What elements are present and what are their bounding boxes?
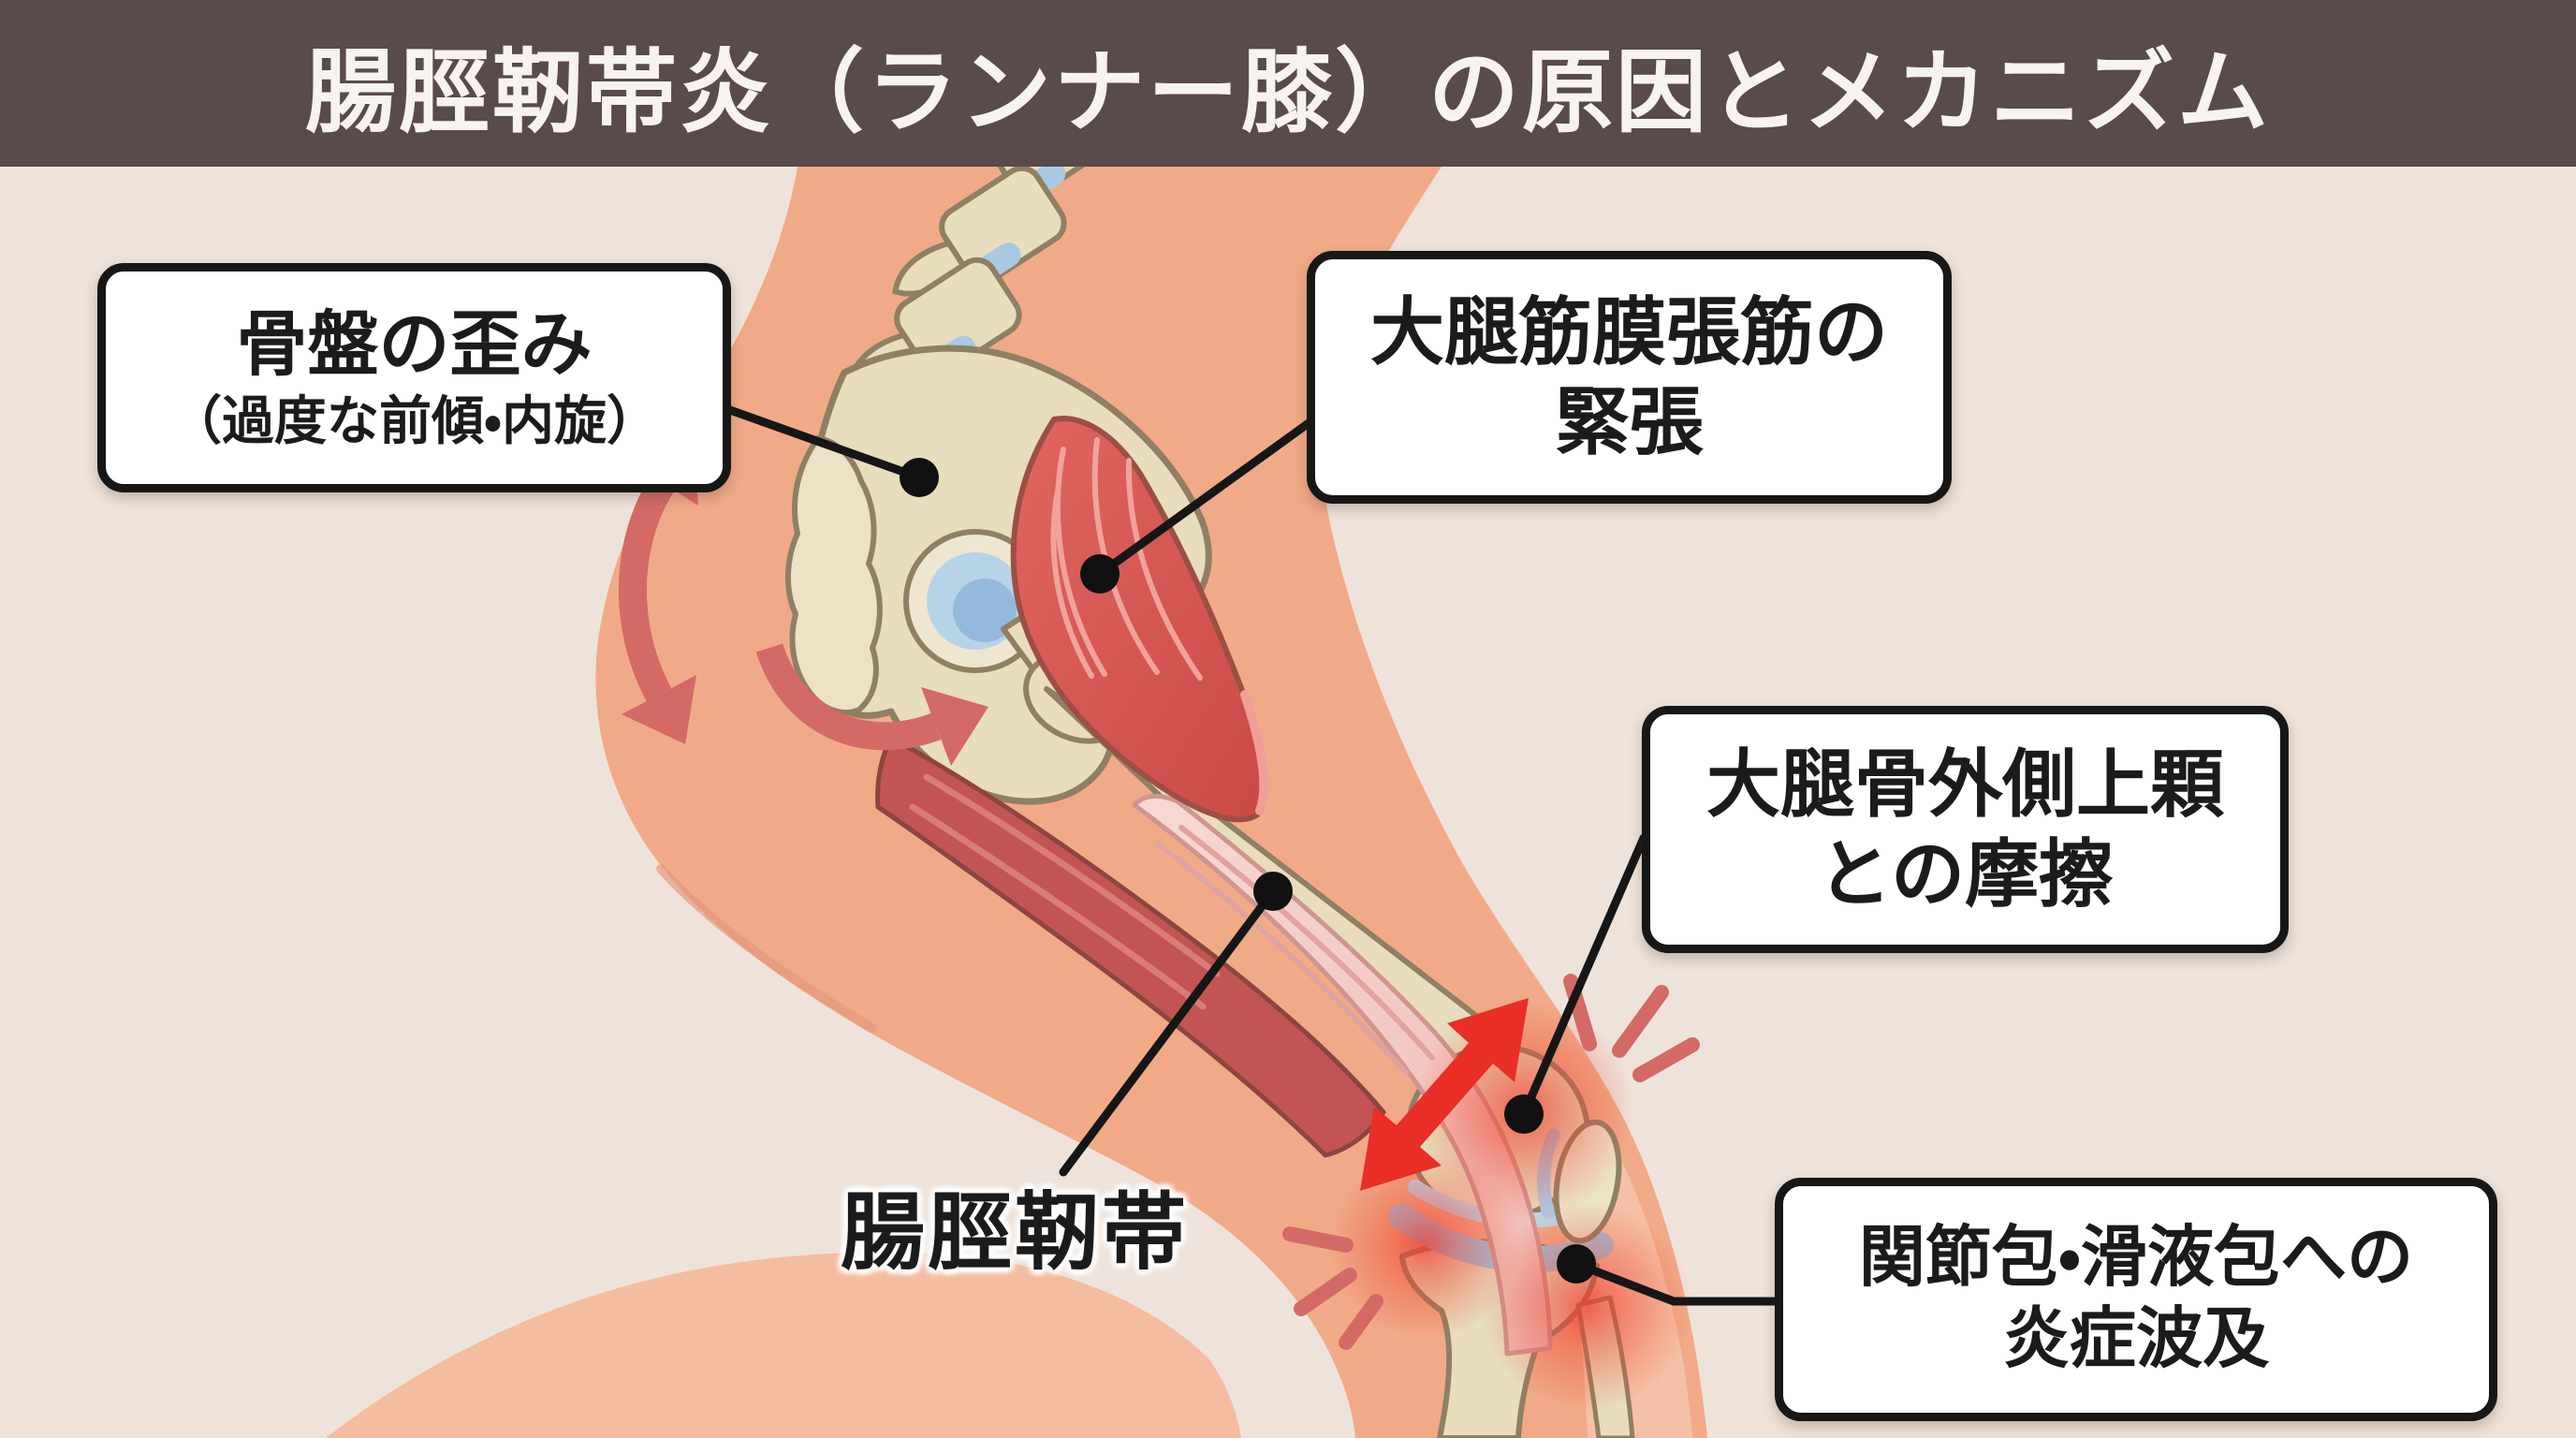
callout-tfl-line1: 大腿筋膜張筋の (1370, 289, 1888, 374)
connector-tfl (1095, 418, 1313, 579)
title-bar: 腸脛靭帯炎（ランナー膝）の原因とメカニズム (0, 0, 2576, 167)
connector-itb (1059, 887, 1278, 1177)
callout-pelvis-line1: 骨盤の歪み (236, 304, 593, 385)
callout-tfl-line2: 緊張 (1555, 380, 1704, 463)
impact-lines-lower (1282, 1226, 1383, 1350)
callout-capsule-inflammation: 関節包・滑液包への 炎症波及 (1775, 1178, 2497, 1421)
connector-lines (710, 400, 1783, 1306)
spine-bones (847, 81, 1111, 398)
sacrum-bone (785, 435, 883, 716)
buttock-fold (656, 864, 877, 1033)
tfl-muscle (1010, 416, 1269, 823)
callout-pelvis-distortion: 骨盤の歪み （過度な前傾・内旋） (97, 263, 731, 492)
callout-epicondyle-friction: 大腿骨外側上顆 との摩擦 (1642, 706, 2289, 953)
connector-pelvis (710, 400, 924, 482)
connector-capsule (1572, 1259, 1783, 1306)
inflammation-glow-capsule (1483, 1202, 1692, 1412)
inflammation-glow-posterior (1329, 1150, 1520, 1341)
page-title: 腸脛靭帯炎（ランナー膝）の原因とメカニズム (305, 40, 2271, 143)
itb-label: 腸脛靭帯 (841, 1186, 1189, 1280)
friction-arrow (1360, 998, 1529, 1191)
connector-dots (900, 458, 1596, 1284)
callout-friction-line2: との摩擦 (1817, 832, 2114, 916)
connector-friction (1519, 833, 1648, 1119)
callout-capsule-line2: 炎症波及 (2002, 1302, 2269, 1376)
callout-tfl-tension: 大腿筋膜張筋の 緊張 (1307, 251, 1952, 504)
callout-friction-line1: 大腿骨外側上顆 (1706, 741, 2224, 826)
pelvic-rotation-arrow (755, 643, 988, 766)
far-leg-silhouette (326, 1252, 1241, 1438)
callout-pelvis-line2: （過度な前傾・内旋） (168, 390, 660, 450)
callout-capsule-line1: 関節包・滑液包への (1858, 1221, 2414, 1296)
hamstring-muscle (875, 735, 1386, 1158)
